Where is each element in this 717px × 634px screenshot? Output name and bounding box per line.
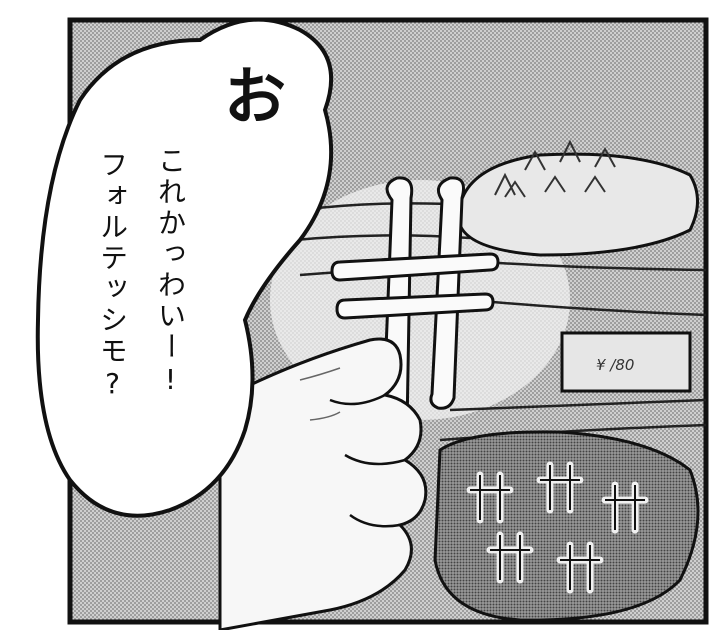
price-sign-text: ¥ /80 [596, 356, 635, 374]
pastry-tray [458, 139, 699, 257]
price-sign [560, 331, 692, 393]
speech-line-2: フォルテッシモ? [96, 150, 129, 403]
exclamation-text: お [224, 60, 287, 133]
sharp-pastry [330, 176, 500, 440]
hand [218, 337, 428, 632]
pastry-display-bottom [433, 430, 700, 622]
speech-line-1: これかっわいー! [154, 146, 187, 399]
speech-bubble [35, 17, 334, 518]
